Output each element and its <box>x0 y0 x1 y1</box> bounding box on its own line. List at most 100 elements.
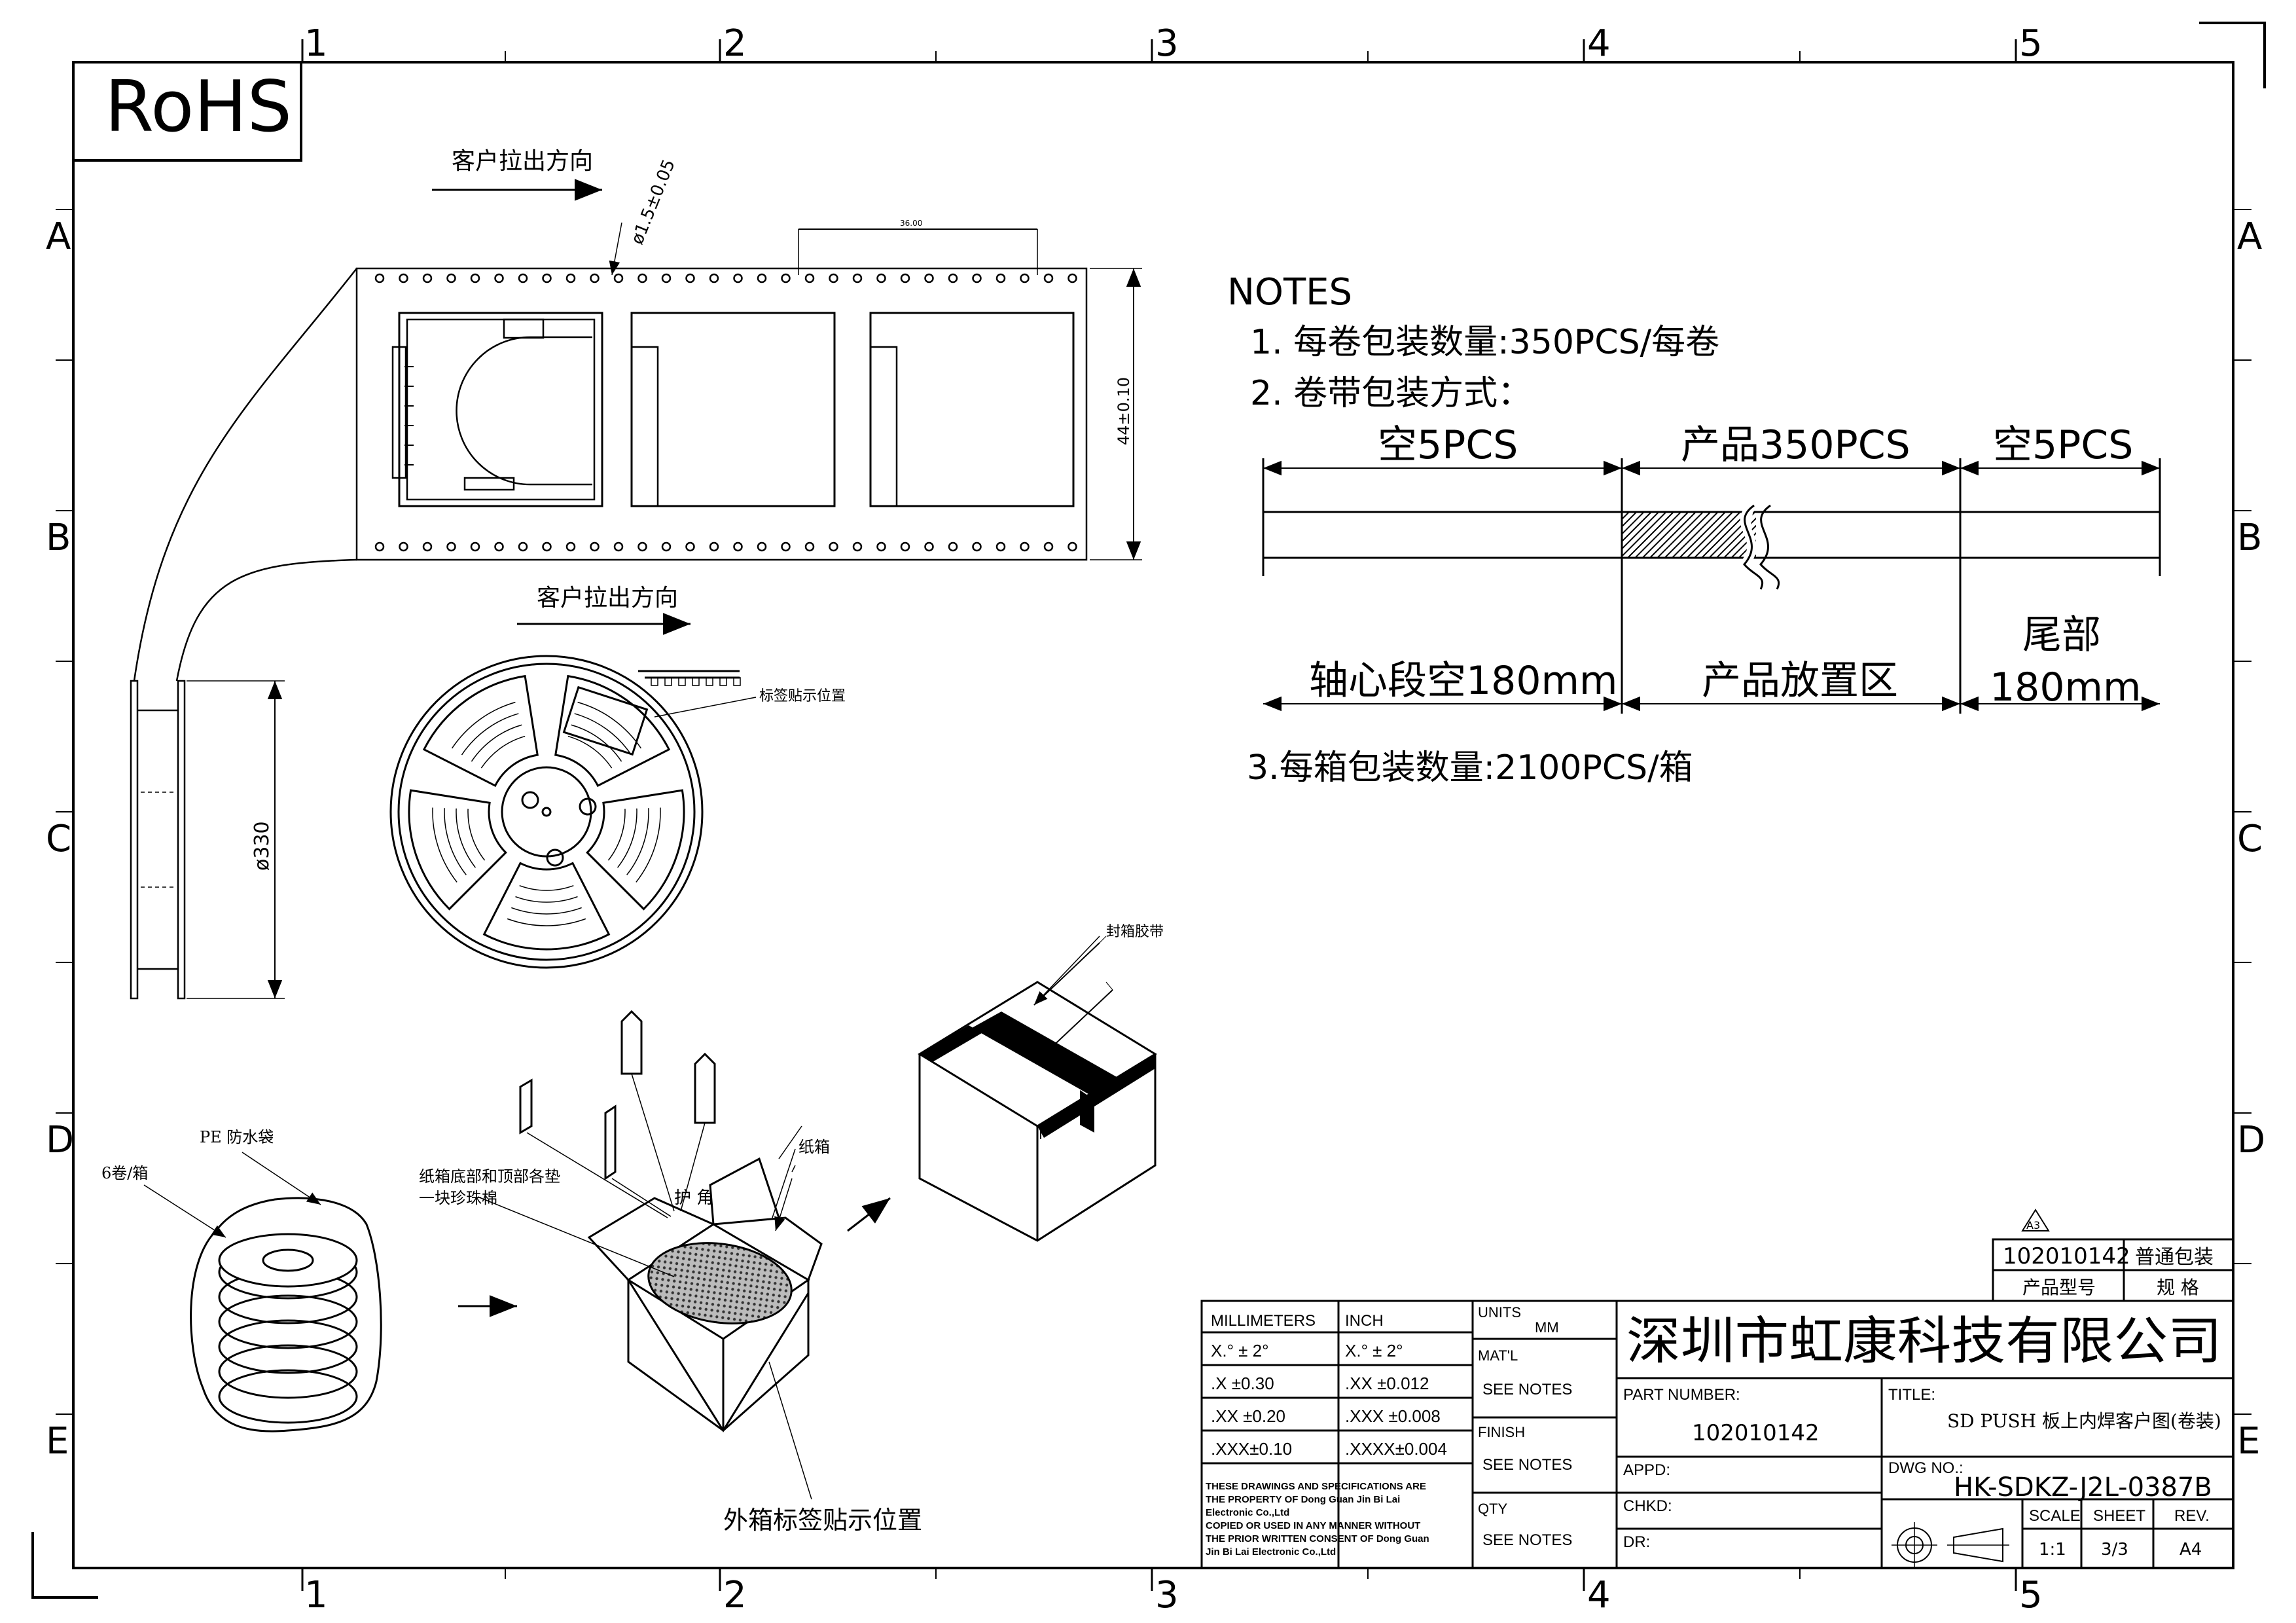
row-letter: B <box>2237 517 2262 559</box>
sprocket-hole <box>518 541 528 552</box>
sprocket-hole <box>1067 541 1077 552</box>
lbl-tail-1: 尾部 <box>2022 612 2101 658</box>
tape-width-dimension: 44±0.10 <box>1115 377 1133 445</box>
units-value: MM <box>1535 1319 1559 1336</box>
tape-pocket <box>664 677 672 686</box>
seal-tape-label: 封箱胶带 <box>1106 924 1164 940</box>
row-letter: A <box>46 215 71 258</box>
sprocket-hole <box>518 273 528 283</box>
pull-direction-label-2: 客户拉出方向 <box>537 585 678 611</box>
appd-label: APPD: <box>1623 1461 1670 1479</box>
dwg-no-label: DWG NO.: <box>1888 1459 1964 1477</box>
sprocket-hole <box>494 273 504 283</box>
pearl-cotton-label-2: 一块珍珠棉 <box>419 1189 497 1207</box>
sprocket-hole <box>757 273 767 283</box>
reel-rib <box>636 807 661 883</box>
sprocket-hole <box>590 273 600 283</box>
qty-value: SEE NOTES <box>1482 1531 1572 1549</box>
row-letter: D <box>2237 1119 2265 1161</box>
sprocket-hole <box>494 541 504 552</box>
sprocket-hole <box>948 273 958 283</box>
sprocket-hole <box>948 541 958 552</box>
row-letter: C <box>46 818 71 860</box>
hole-dimension: ø1.5±0.05 <box>628 156 679 247</box>
sprocket-hole <box>900 273 910 283</box>
sprocket-hole <box>565 273 576 283</box>
notes-heading: NOTES <box>1227 271 1352 314</box>
note-3: 3.每箱包装数量:2100PCS/箱 <box>1247 748 1693 788</box>
company-name: 深圳市虹康科技有限公司 <box>1626 1312 2222 1371</box>
sprocket-hole <box>733 273 743 283</box>
carrier-tape: 客户拉出方向 <box>133 148 1142 682</box>
finish-value: SEE NOTES <box>1482 1456 1572 1474</box>
inch-header: INCH <box>1345 1312 1384 1330</box>
reel-rib <box>515 896 578 903</box>
row-letter: E <box>46 1420 69 1463</box>
inch-tol: .XXX ±0.008 <box>1345 1406 1441 1426</box>
part-number-label: PART NUMBER: <box>1623 1386 1740 1404</box>
pull-direction-label: 客户拉出方向 <box>452 148 593 175</box>
row-letter: B <box>46 517 71 559</box>
sprocket-hole <box>590 541 600 552</box>
seg-empty-left: 空5PCS <box>1378 422 1518 468</box>
row-letter: C <box>2237 818 2263 860</box>
pack-type: 普通包装 <box>2135 1246 2214 1269</box>
tape-pocket <box>733 677 741 686</box>
rev-value: A4 <box>2179 1540 2202 1559</box>
pearl-cotton-label-1: 纸箱底部和顶部各垫 <box>419 1167 560 1186</box>
product-model-label: 产品型号 <box>2022 1277 2096 1298</box>
inch-tol: .XXXX±0.004 <box>1345 1439 1447 1459</box>
sprocket-hole <box>781 273 791 283</box>
reel-stack-bag <box>143 1152 517 1432</box>
sprocket-hole <box>996 541 1006 552</box>
row-letter: A <box>2237 215 2262 258</box>
col-number: 3 <box>1155 22 1179 65</box>
col-number: 4 <box>1587 22 1611 65</box>
sprocket-hole <box>1020 273 1030 283</box>
sprocket-hole <box>996 273 1006 283</box>
sprocket-hole <box>1067 273 1077 283</box>
top-reel <box>218 1233 358 1288</box>
reel-rib <box>626 808 649 875</box>
mm-tol: .X ±0.30 <box>1211 1374 1274 1393</box>
reel-rib <box>577 701 642 749</box>
col-number: 5 <box>2019 1574 2043 1616</box>
lbl-core: 轴心段空180mm <box>1309 658 1617 704</box>
sprocket-hole <box>781 541 791 552</box>
stacked-reel <box>218 1294 358 1349</box>
mm-tol: .XX ±0.20 <box>1211 1406 1285 1426</box>
part-no-top: 102010142 <box>2003 1243 2130 1269</box>
pe-bag-label: PE 防水袋 <box>200 1128 274 1146</box>
col-number: 2 <box>723 1574 747 1616</box>
reel-rib <box>574 713 632 756</box>
stacked-reel <box>218 1344 358 1399</box>
reel-window <box>408 789 507 911</box>
sprocket-hole <box>876 273 886 283</box>
tape-pocket <box>678 677 686 686</box>
tape-pocket <box>692 677 700 686</box>
stacked-reel <box>218 1319 358 1374</box>
rev-mark: A3 <box>2026 1219 2040 1231</box>
reel-side-view <box>130 680 285 1000</box>
outer-label-position: 外箱标签贴示位置 <box>723 1506 922 1535</box>
chkd-label: CHKD: <box>1623 1497 1672 1515</box>
reel-diameter-dimension: ø330 <box>251 821 274 871</box>
sprocket-hole <box>637 273 647 283</box>
rev-label: REV. <box>2174 1507 2210 1525</box>
scale-label: SCALE <box>2029 1507 2081 1525</box>
mm-header: MILLIMETERS <box>1211 1312 1316 1330</box>
sprocket-hole <box>972 273 982 283</box>
sprocket-hole <box>709 541 719 552</box>
mm-tol: X.° ± 2° <box>1211 1341 1269 1360</box>
rohs-mark: RoHS <box>73 62 302 162</box>
tape-pocket <box>719 677 727 686</box>
inch-tol: .XX ±0.012 <box>1345 1374 1429 1393</box>
sprocket-hole <box>470 273 480 283</box>
sprocket-hole <box>685 273 695 283</box>
disclaimer-line: THE PRIOR WRITTEN CONSENT OF Dong Guan <box>1206 1533 1429 1544</box>
sprocket-hole <box>709 273 719 283</box>
reel-rib <box>519 884 574 891</box>
reel-layout-diagram <box>1262 458 2161 714</box>
zone-labels: 1 2 3 4 5 1 2 3 4 5 A B C D E A B C D E <box>46 22 2265 1616</box>
carton-label: 纸箱 <box>798 1138 830 1156</box>
